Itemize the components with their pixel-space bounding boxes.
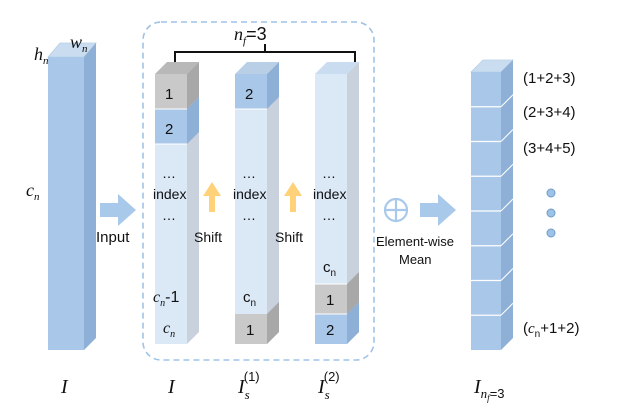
tensor-column-1 (155, 62, 199, 344)
input-tensor (47, 42, 97, 350)
bottom-label-col2: Is(1) (237, 369, 260, 402)
col3-index: index (313, 186, 346, 202)
output-side-divider (500, 198, 514, 212)
col2-cell-1-text: 2 (245, 86, 253, 103)
col2-cell-last-text: 1 (246, 322, 254, 339)
shift-arrow-1 (203, 182, 221, 212)
output-side-divider (500, 233, 514, 247)
col2-dots-bottom: … (242, 207, 256, 223)
col2-cell-1 (235, 74, 267, 109)
output-row-2: (2+3+4) (523, 104, 576, 121)
c-label: cn (26, 180, 40, 203)
nf-bracket (174, 44, 356, 62)
output-row-1: (1+2+3) (523, 70, 576, 87)
col3-cell-1 (315, 284, 347, 314)
ellipsis-dot-2 (546, 208, 556, 218)
col2-cell-last (235, 314, 267, 344)
output-side-divider (500, 129, 514, 142)
shift-label-1: Shift (194, 229, 222, 245)
col2-cn: cn (243, 289, 256, 309)
col3-dots-top: … (322, 165, 336, 181)
col2-dots-top: … (242, 165, 256, 181)
tensor-column-2 (235, 62, 279, 344)
output-side-divider (500, 163, 514, 177)
col1-cell-1-text: 1 (165, 86, 173, 103)
tensor-column-3 (315, 62, 359, 344)
shift-label-2: Shift (275, 229, 303, 245)
col3-dots-bottom: … (322, 207, 336, 223)
col1-index: index (153, 186, 186, 202)
output-row-3: (3+4+5) (523, 140, 576, 157)
output-side-divider (500, 302, 514, 316)
bottom-label-col3: Is(2) (317, 369, 340, 402)
col3-cn: cn (323, 259, 336, 279)
mean-label: Mean (399, 252, 432, 267)
col1-cell-2 (155, 109, 187, 144)
col1-dots-bottom: … (162, 207, 176, 223)
bottom-label-col1: I (167, 376, 176, 398)
nf-label: nf=3 (234, 24, 267, 47)
col1-cell-2-text: 2 (165, 121, 173, 138)
col1-cell-1 (155, 74, 187, 109)
input-arrow (100, 194, 136, 226)
output-side-divider (500, 94, 514, 108)
col3-cell-2 (315, 314, 347, 344)
col2-index: index (233, 186, 266, 202)
col1-cn-minus-1: cn-1 (153, 289, 179, 309)
output-side-divider (500, 268, 514, 281)
col1-dots-top: … (162, 165, 176, 181)
col3-cell-2-text: 2 (326, 322, 334, 339)
shift-group-box (142, 21, 375, 361)
shift-arrow-2 (284, 182, 302, 212)
output-row-last: (cn+1+2) (523, 320, 579, 340)
ellipsis-dot-3 (546, 228, 556, 238)
w-label: wn (70, 32, 88, 55)
col1-cn: cn (163, 320, 175, 340)
bottom-label-input: I (60, 376, 69, 398)
input-label: Input (96, 229, 130, 246)
mean-arrow (420, 194, 456, 226)
ellipsis-dot-1 (546, 188, 556, 198)
bottom-label-output: Inf=3 (473, 376, 505, 403)
h-label: hn (34, 44, 49, 67)
element-wise-label: Element-wise (376, 234, 454, 249)
col3-cell-1-text: 1 (326, 292, 334, 309)
